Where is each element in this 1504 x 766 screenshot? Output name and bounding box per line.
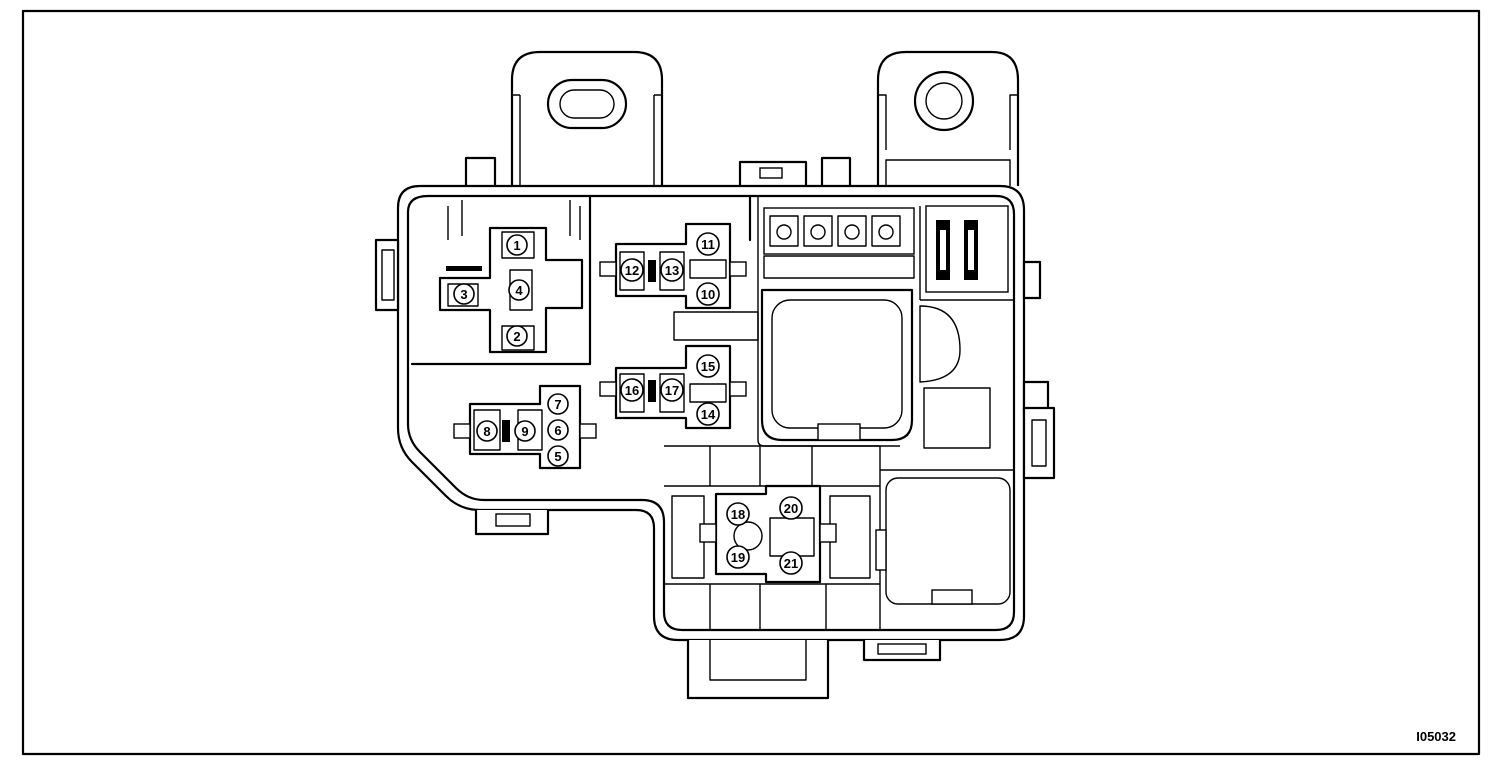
terminal-18: 18 [726, 502, 750, 526]
relay-socket-lower-right [875, 477, 1011, 605]
svg-text:14: 14 [701, 407, 716, 422]
svg-text:11: 11 [701, 237, 715, 252]
terminal-15: 15 [696, 354, 720, 378]
terminal-12: 12 [620, 258, 644, 282]
terminal-4: 4 [508, 279, 530, 301]
svg-text:20: 20 [784, 501, 798, 516]
svg-text:8: 8 [483, 424, 490, 439]
terminal-6: 6 [547, 419, 569, 441]
svg-text:2: 2 [513, 329, 520, 344]
terminal-20: 20 [779, 496, 803, 520]
svg-text:15: 15 [701, 359, 715, 374]
svg-text:17: 17 [665, 383, 679, 398]
svg-text:7: 7 [554, 397, 561, 412]
svg-text:19: 19 [731, 550, 745, 565]
terminal-9: 9 [514, 420, 536, 442]
mounting-bracket-right [876, 50, 1020, 186]
right-clips [1022, 260, 1056, 480]
terminal-2: 2 [506, 325, 528, 347]
svg-text:3: 3 [460, 287, 467, 302]
terminal-19: 19 [726, 545, 750, 569]
svg-text:18: 18 [731, 507, 745, 522]
svg-text:6: 6 [554, 423, 561, 438]
terminal-16: 16 [620, 378, 644, 402]
svg-text:12: 12 [625, 263, 639, 278]
svg-text:21: 21 [784, 556, 798, 571]
terminal-14: 14 [696, 402, 720, 426]
terminal-5: 5 [547, 445, 569, 467]
svg-text:9: 9 [521, 424, 528, 439]
svg-text:16: 16 [625, 383, 639, 398]
top-clips [464, 156, 852, 186]
svg-text:5: 5 [554, 449, 561, 464]
svg-text:1: 1 [513, 238, 520, 253]
terminal-21: 21 [779, 551, 803, 575]
housing-inner [406, 194, 1016, 632]
terminal-7: 7 [547, 393, 569, 415]
figure-border [21, 9, 1481, 756]
svg-text:4: 4 [515, 283, 523, 298]
terminal-8: 8 [476, 420, 498, 442]
terminal-1: 1 [506, 234, 528, 256]
relay-socket-large [760, 288, 991, 449]
connector-e [699, 484, 837, 584]
terminal-17: 17 [660, 378, 684, 402]
figure-code: I05032 [1416, 729, 1456, 744]
svg-text:13: 13 [665, 263, 679, 278]
terminal-10: 10 [696, 282, 720, 306]
svg-text:10: 10 [701, 287, 715, 302]
terminal-11: 11 [696, 232, 720, 256]
mounting-bracket-left [510, 50, 664, 186]
left-clip [374, 238, 400, 312]
bottom-clips [474, 510, 942, 700]
fuse-block-top [763, 205, 1009, 293]
terminal-3: 3 [453, 283, 475, 305]
terminal-13: 13 [660, 258, 684, 282]
